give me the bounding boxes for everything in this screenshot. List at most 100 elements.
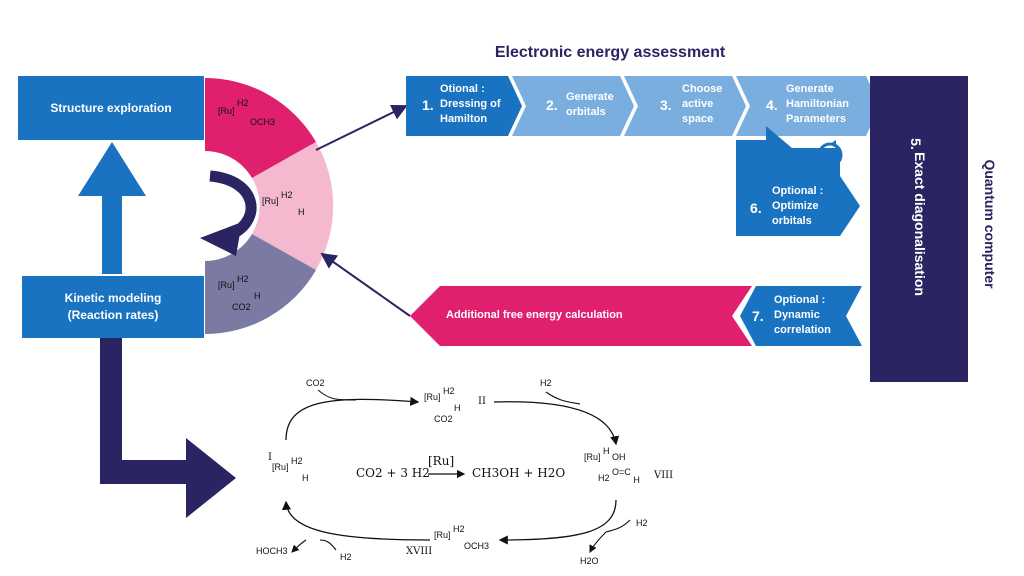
step-7-line-2: Dynamic	[774, 309, 820, 321]
mol-I-ru: [Ru]	[272, 462, 289, 472]
reaction-reactants: CO2 + 3 H2	[356, 466, 430, 480]
quantum-computer-panel	[870, 76, 968, 382]
step-2-label: Generate orbitals	[566, 90, 614, 120]
mol-VIII-oc: O=C	[612, 467, 631, 477]
free-energy-shape	[410, 286, 752, 346]
step-1-line-3: Hamilton	[440, 113, 488, 125]
step-4-line-1: Generate	[786, 83, 834, 95]
step-4-line-3: Parameters	[786, 113, 846, 125]
molecule-VIII: [Ru] H OH H2 O=C H	[584, 446, 640, 485]
reaction-catalyst: [Ru]	[428, 454, 455, 468]
step-1-shape	[406, 76, 522, 136]
wheel-bottom-molecule: [Ru] H2 H CO2	[218, 274, 261, 313]
co2-input: CO2	[306, 378, 325, 388]
h2o-output: H2O	[580, 556, 599, 566]
up-arrow-icon	[78, 142, 146, 274]
mol-II-co2: CO2	[434, 414, 453, 424]
mol-XVIII-ru: [Ru]	[434, 530, 451, 540]
step-7-number: 7.	[752, 308, 764, 324]
step-6-line-2: Optimize	[772, 200, 819, 212]
step-3-shape	[624, 76, 746, 136]
wheel-middle-h2: H2	[281, 190, 293, 200]
hoch3-output: HOCH3	[256, 546, 288, 556]
cycle-label-XVIII: XVIII	[406, 546, 433, 557]
kinetic-modeling-label: Kinetic modeling	[64, 291, 162, 305]
step-7-shape	[740, 286, 862, 346]
mol-VIII-oh: OH	[612, 452, 626, 462]
wheel-segment-top	[205, 77, 316, 178]
rotate-arrow-icon	[209, 170, 257, 239]
mol-I-h: H	[302, 473, 309, 483]
step-1-line-2: Dressing of	[440, 98, 501, 110]
step-6-line-3: orbitals	[772, 215, 812, 227]
step-4-number: 4.	[766, 97, 778, 113]
reaction-products: CH3OH + H2O	[472, 466, 566, 480]
step-3-label: Choose active space	[682, 82, 722, 127]
refresh-icon	[817, 140, 843, 170]
step-2-line-1: Generate	[566, 91, 614, 103]
step-6-line-1: Optional :	[772, 185, 824, 197]
mol-VIII-h: H	[603, 446, 610, 456]
wheel-bottom-ru: [Ru]	[218, 280, 235, 290]
step-6-label: Optional : Optimize orbitals	[772, 184, 823, 229]
exact-diag-label: Exact diagonalisation	[912, 152, 928, 296]
cycle-label-VIII: VIII	[654, 470, 674, 481]
wheel-top-ru: [Ru]	[218, 106, 235, 116]
wheel-bottom-co2: CO2	[232, 302, 251, 312]
mol-VIII-h2: H2	[598, 473, 610, 483]
step-7-line-3: correlation	[774, 324, 831, 336]
step-3-line-3: space	[682, 113, 714, 125]
structure-exploration-box: Structure exploration	[18, 76, 204, 140]
molecule-I: [Ru] H2 H	[272, 456, 309, 484]
step-2-number: 2.	[546, 97, 558, 113]
quantum-computer-label: Quantum computer	[982, 159, 998, 289]
mol-I-h2: H2	[291, 456, 303, 466]
mol-VIII-h-end: H	[633, 475, 640, 485]
step-7-label: Optional : Dynamic correlation	[774, 293, 831, 338]
down-right-arrow-icon	[100, 338, 236, 518]
wheel-middle-h: H	[298, 207, 305, 217]
mol-XVIII-och3: OCH3	[464, 541, 490, 551]
step-4-line-2: Hamiltonian	[786, 98, 849, 110]
step-2-shape	[512, 76, 634, 136]
step-3-number: 3.	[660, 97, 672, 113]
step-3-line-1: Choose	[682, 83, 723, 95]
step-4-label: Generate Hamiltonian Parameters	[786, 82, 849, 127]
mol-II-h: H	[454, 403, 461, 413]
page-title: Electronic energy assessment	[494, 44, 726, 61]
mol-XVIII-h2: H2	[453, 524, 465, 534]
kinetic-modeling-sublabel: (Reaction rates)	[67, 308, 159, 322]
mol-VIII-ru: [Ru]	[584, 452, 601, 462]
molecule-XVIII: [Ru] H2 OCH3	[434, 524, 490, 552]
kinetic-modeling-box: Kinetic modeling (Reaction rates)	[22, 276, 204, 338]
step-1-number: 1.	[422, 97, 434, 113]
h2-input-left: H2	[340, 552, 352, 562]
step-6-number: 6.	[750, 200, 762, 216]
step-3-line-2: active	[682, 98, 714, 110]
h2-input-top: H2	[540, 378, 552, 388]
cycle-label-I: I	[268, 452, 272, 463]
wheel-middle-molecule: [Ru] H2 H	[262, 190, 305, 218]
wheel-top-och3: OCH3	[250, 117, 276, 127]
step-6-shape	[736, 126, 860, 236]
structure-exploration-label: Structure exploration	[50, 100, 172, 115]
wheel-bottom-h2: H2	[237, 274, 249, 284]
mol-II-h2: H2	[443, 386, 455, 396]
step-1-line-1: Otional :	[440, 83, 485, 95]
wheel-bottom-h: H	[254, 291, 261, 301]
h2-input-right: H2	[636, 518, 648, 528]
wheel-top-molecule: [Ru] H2 OCH3	[218, 98, 276, 128]
step-1-label: Otional : Dressing of Hamilton	[440, 82, 501, 127]
wheel-segment-middle	[252, 142, 334, 270]
mol-II-ru: [Ru]	[424, 392, 441, 402]
cycle-label-II: II	[478, 396, 486, 407]
step-7-line-1: Optional :	[774, 294, 826, 306]
step-2-line-2: orbitals	[566, 106, 606, 118]
step-4-shape	[736, 76, 880, 136]
wheel-segment-bottom	[205, 234, 316, 335]
free-energy-label: Additional free energy calculation	[446, 309, 623, 321]
wheel-middle-ru: [Ru]	[262, 196, 279, 206]
molecule-II: [Ru] H2 H CO2	[424, 386, 461, 425]
wheel-top-h2: H2	[237, 98, 249, 108]
